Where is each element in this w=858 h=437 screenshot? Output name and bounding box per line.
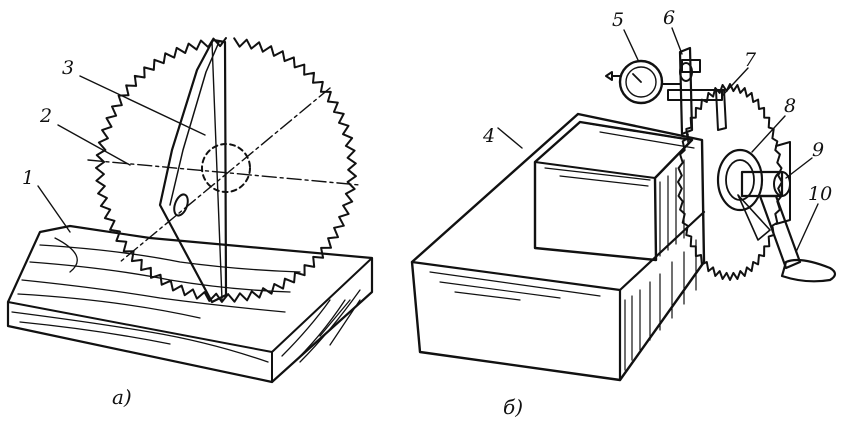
label-5: 5 (612, 9, 624, 31)
base-block (410, 112, 706, 382)
label-3: 3 (62, 57, 74, 79)
workpiece-block (533, 120, 694, 262)
caption-a: а) (112, 385, 132, 409)
gauge-plate (158, 38, 228, 304)
wooden-board (6, 224, 374, 384)
label-7: 7 (744, 49, 757, 71)
label-4: 4 (482, 125, 495, 147)
saw-blade (95, 37, 357, 303)
leaders-b (497, 27, 819, 253)
label-1: 1 (22, 167, 34, 189)
label-8: 8 (784, 95, 796, 117)
panel-b: 4 5 6 7 8 9 10 б) (410, 7, 837, 419)
label-6: 6 (663, 7, 675, 29)
panel-a: 3 2 1 а) (6, 37, 374, 409)
label-10: 10 (808, 183, 832, 205)
indicator-stand (667, 46, 727, 143)
saw-disc-b (677, 83, 783, 281)
saw-hub (87, 87, 361, 263)
label-9: 9 (812, 139, 824, 161)
label-2: 2 (39, 105, 52, 127)
dial-indicator (605, 59, 681, 105)
caption-b: б) (503, 395, 523, 419)
flange-hub (716, 141, 791, 225)
leaders-a (37, 75, 206, 233)
crank-handle (737, 194, 837, 283)
